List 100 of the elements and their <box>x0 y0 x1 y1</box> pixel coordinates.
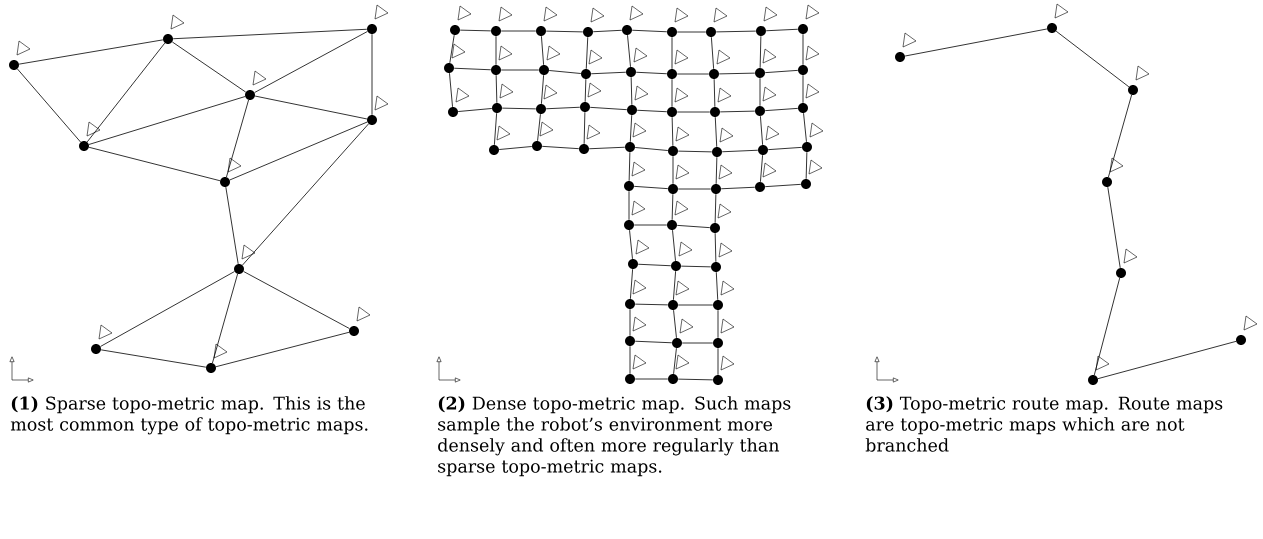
orientation-flag <box>498 6 513 22</box>
orientation-flag <box>632 279 647 295</box>
edge-line <box>541 145 580 150</box>
orientation-flag <box>1243 315 1258 331</box>
caption-text: (1) Sparse topo-metric map. This is the most common type of topo-metric maps. <box>10 396 368 435</box>
orientation-flag <box>808 159 823 175</box>
edge-line <box>629 229 633 260</box>
edge-line <box>717 347 719 376</box>
edge-line <box>629 345 631 375</box>
orientation-flag <box>717 203 732 219</box>
edge-line <box>1108 94 1132 178</box>
edge-line <box>627 34 631 68</box>
orientation-flag <box>765 125 780 141</box>
edge-line <box>449 34 455 64</box>
orientation-flag <box>762 162 777 178</box>
edge-line <box>904 28 1048 57</box>
edge-line <box>635 71 668 75</box>
edge-line <box>171 41 247 93</box>
edge-line <box>676 111 711 113</box>
orientation-flag <box>763 6 778 22</box>
edge-line <box>676 73 710 75</box>
orientation-flag <box>374 95 389 111</box>
edge-line <box>88 146 221 182</box>
edge-line <box>636 109 668 113</box>
edge-line <box>457 108 493 112</box>
edge-line <box>628 190 630 221</box>
edge-line <box>254 95 368 120</box>
edge-line <box>713 78 716 108</box>
edge-line <box>254 31 368 93</box>
edge-line <box>677 304 714 306</box>
orientation-flag <box>499 83 514 99</box>
edge-line <box>759 77 761 107</box>
edge-line <box>590 71 627 75</box>
orientation-flag <box>674 7 689 23</box>
orientation-flag <box>227 157 242 173</box>
orientation-flag <box>902 32 917 48</box>
orientation-flag <box>635 239 650 255</box>
edge-line <box>501 107 537 110</box>
orientation-flag <box>455 87 470 103</box>
orientation-flag <box>356 306 371 322</box>
edge-line <box>494 112 498 146</box>
edge-line <box>717 309 719 339</box>
edge-line <box>805 151 808 180</box>
orientation-flag <box>374 4 389 20</box>
orientation-flag <box>805 83 820 99</box>
edge-line <box>500 69 540 71</box>
orientation-flag <box>1095 355 1110 371</box>
edge-line <box>631 29 668 33</box>
edge-line <box>459 29 492 32</box>
edge-line <box>633 185 669 190</box>
orientation-flag <box>631 161 646 177</box>
edge-line <box>100 349 207 368</box>
edge-line <box>1093 277 1121 376</box>
edge-line <box>212 273 238 364</box>
edge-line <box>671 193 674 221</box>
edge-line <box>495 74 498 104</box>
edge-line <box>634 147 669 151</box>
edge-line <box>17 68 81 143</box>
edge-line <box>628 151 631 182</box>
edge-line <box>803 112 807 143</box>
edge-line <box>634 378 669 380</box>
orientation-flag <box>496 125 511 141</box>
orientation-flag <box>1135 65 1150 81</box>
orientation-flag <box>720 318 735 334</box>
orientation-flag <box>241 244 256 260</box>
edge-line <box>759 35 762 69</box>
edge-line <box>802 74 804 104</box>
orientation-flag <box>809 122 824 138</box>
edge-line <box>500 30 537 32</box>
edge-line <box>633 224 668 226</box>
edge-line <box>677 378 714 381</box>
orientation-flag <box>674 87 689 103</box>
edge-line <box>629 114 633 143</box>
edge-line <box>634 303 669 306</box>
edge-line <box>226 99 249 178</box>
edge-line <box>715 271 719 301</box>
orientation-flag <box>675 280 690 296</box>
edge-line <box>449 72 453 108</box>
orientation-flag <box>98 324 113 340</box>
caption-text: (2) Dense topo-metric map. Such maps sample the robot’s environment more densely and often more regularly than sparse topo-metric maps. <box>438 396 791 477</box>
orientation-flag <box>762 48 777 64</box>
edge-line <box>545 30 584 33</box>
edge-line <box>711 36 715 70</box>
orientation-flag <box>590 7 605 23</box>
edge-line <box>673 347 677 375</box>
orientation-flag <box>675 126 690 142</box>
edge-line <box>714 232 717 263</box>
edge-line <box>714 116 718 148</box>
orientation-flag <box>451 43 466 59</box>
orientation-flag <box>170 14 185 30</box>
orientation-flag <box>713 7 728 23</box>
edge-line <box>673 309 677 339</box>
orientation-flag <box>586 124 601 140</box>
edge-line <box>545 106 581 110</box>
orientation-flag <box>717 87 732 103</box>
orientation-flag <box>16 40 31 56</box>
orientation-flag <box>543 6 558 22</box>
orientation-flag <box>679 318 694 334</box>
edge-line <box>589 106 628 111</box>
orientation-flag <box>720 280 735 296</box>
